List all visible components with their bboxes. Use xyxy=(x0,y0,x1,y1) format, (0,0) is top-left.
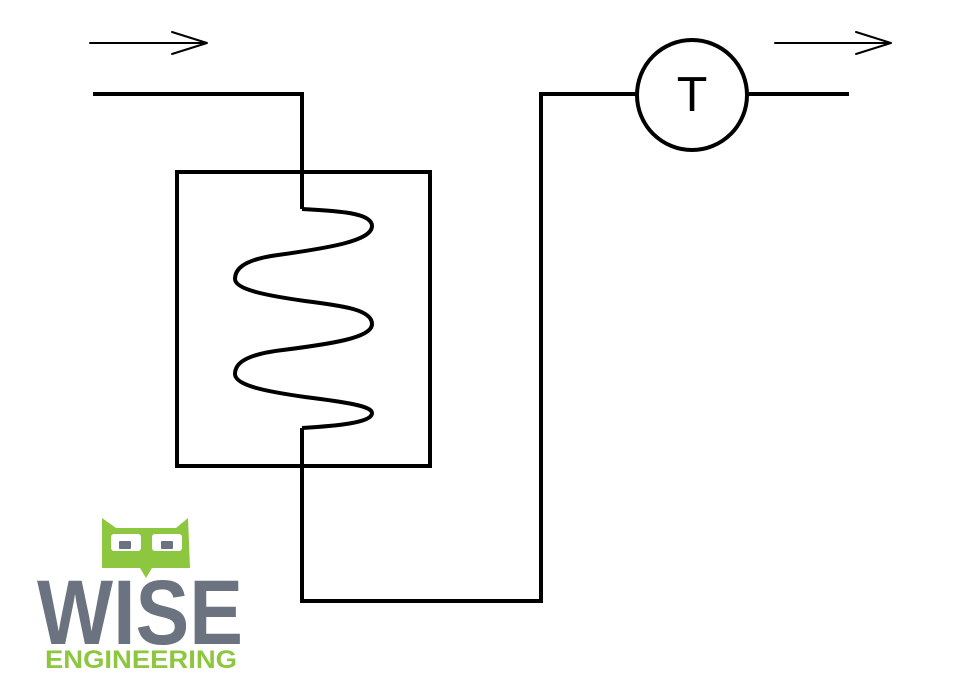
company-logo: WISE ENGINEERING xyxy=(37,518,243,674)
temperature-sensor-label: T xyxy=(677,68,707,122)
owl-icon xyxy=(102,518,190,578)
logo-wordmark: WISE xyxy=(37,562,243,664)
heat-exchanger-vessel xyxy=(175,170,432,468)
temperature-sensor: T xyxy=(635,38,749,152)
logo-subtitle: ENGINEERING xyxy=(45,646,237,674)
outlet-flow-arrow xyxy=(774,31,892,55)
inlet-pipe xyxy=(93,92,304,209)
heating-coil xyxy=(232,207,375,430)
inlet-flow-arrow xyxy=(89,31,208,55)
return-pipe xyxy=(300,92,637,603)
